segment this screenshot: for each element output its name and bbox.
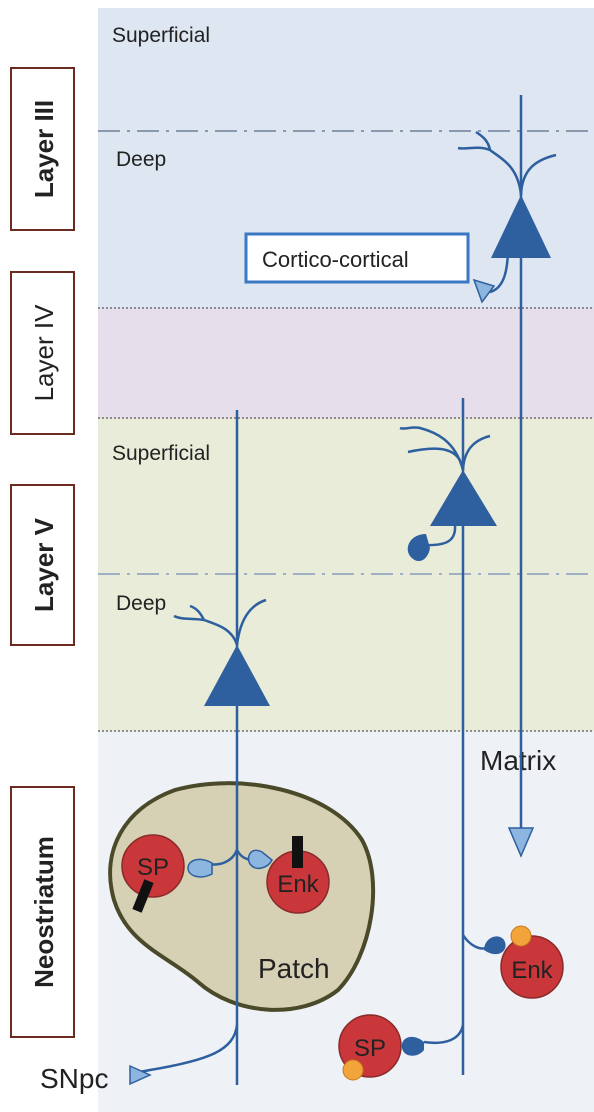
layer-v-superficial-label: Superficial xyxy=(112,442,210,465)
matrix-enk-orange-dot xyxy=(510,925,532,947)
patch-enk-receptor xyxy=(292,836,303,868)
patch-sp-label: SP xyxy=(137,854,169,881)
snpc-terminal xyxy=(129,1064,152,1086)
cortico-cortical-box xyxy=(244,232,470,284)
patch-sp-receptor xyxy=(132,879,154,913)
matrix-enk-terminal xyxy=(484,936,506,955)
patch-sp-terminal xyxy=(187,858,213,878)
neostriatum-label-box xyxy=(10,786,75,1038)
matrix-axon-arrowhead xyxy=(507,827,535,858)
matrix-sp-label: SP xyxy=(354,1035,386,1062)
layer-iii-deep-label: Deep xyxy=(116,148,166,171)
cortico-cortical-terminal xyxy=(472,278,496,304)
layer-iv-band xyxy=(98,308,594,418)
patch-sp-cell xyxy=(121,834,185,898)
layer-iii-label-box xyxy=(10,67,75,231)
layer-iii-soma xyxy=(491,195,551,258)
layer-iii-superficial-label: Superficial xyxy=(112,24,210,47)
layer-iii-label: Layer III xyxy=(29,100,59,198)
layer-v-recurrent-terminal xyxy=(407,534,430,562)
matrix-enk-cell xyxy=(500,935,564,999)
snpc-label: SNpc xyxy=(40,1063,108,1094)
cortico-cortical-label: Cortico-cortical xyxy=(262,247,409,272)
matrix-sp-orange-dot xyxy=(342,1059,364,1081)
layer-iv-label: Layer IV xyxy=(29,304,59,401)
layer-v-superficial-soma xyxy=(430,470,497,526)
layer-v-deep-label: Deep xyxy=(116,592,166,615)
patch-compartment xyxy=(108,781,376,1012)
patch-enk-terminal xyxy=(247,849,273,870)
layer-v-label-box xyxy=(10,484,75,646)
layer-v-deep-soma xyxy=(204,645,270,706)
patch-enk-label: Enk xyxy=(277,871,319,898)
matrix-label: Matrix xyxy=(480,745,556,776)
layer-iv-label-box xyxy=(10,271,75,435)
layer-v-label: Layer V xyxy=(29,517,59,612)
matrix-sp-terminal xyxy=(401,1036,424,1056)
matrix-enk-label: Enk xyxy=(511,957,553,984)
neostriatum-label: Neostriatum xyxy=(29,836,59,988)
patch-label: Patch xyxy=(258,953,330,984)
